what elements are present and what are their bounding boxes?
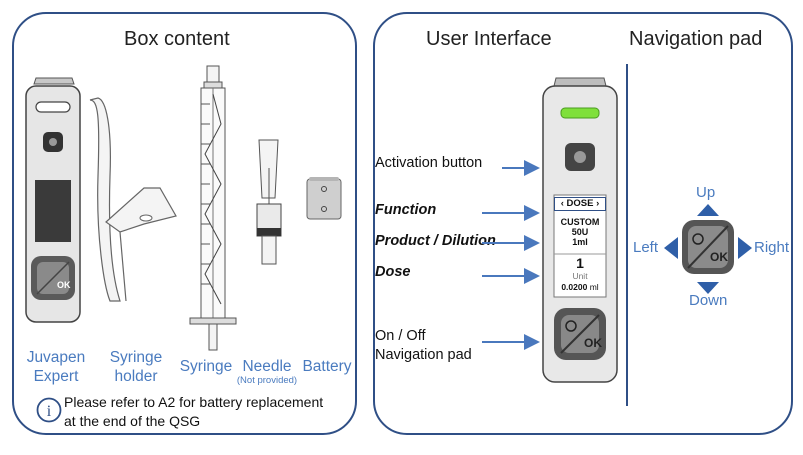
label-syringe-holder-line2: holder	[114, 368, 158, 385]
screen-dose: 1 Unit 0.0200 ml	[554, 256, 606, 293]
screen-dose-amount-value: 0.0200	[561, 282, 588, 292]
label-syringe: Syringe	[179, 358, 233, 375]
device-ok-text: OK	[584, 336, 602, 350]
label-juvapen-line1: Juvapen	[26, 349, 86, 366]
juvapen-expert-image: OK	[25, 77, 81, 323]
label-needle-note: (Not provided)	[236, 375, 298, 386]
battery-image	[306, 177, 342, 220]
label-juvapen-expert: Juvapen Expert	[18, 348, 94, 386]
label-product-dilution: Product / Dilution	[375, 233, 496, 249]
screen-product-name: CUSTOM	[560, 217, 600, 227]
nav-label-down: Down	[689, 292, 728, 309]
label-function: Function	[375, 202, 437, 218]
info-note: Please refer to A2 for battery replaceme…	[64, 393, 323, 431]
nav-label-right: Right	[754, 239, 790, 256]
screen-product-volume: 1ml	[572, 237, 588, 247]
screen-right-chevron-icon: ›	[596, 198, 600, 209]
info-note-line2: at the end of the QSG	[64, 413, 201, 429]
label-juvapen-line2: Expert	[33, 368, 79, 385]
info-note-line1: Please refer to A2 for battery replaceme…	[64, 394, 324, 410]
label-syringe-holder-line1: Syringe	[109, 349, 163, 366]
nav-ok-text: OK	[710, 250, 728, 264]
screen-product-units: 50U	[571, 227, 589, 237]
user-interface-title: User Interface	[426, 28, 552, 50]
label-on-off: On / Off	[375, 328, 426, 344]
label-navigation-pad: Navigation pad	[375, 347, 472, 363]
navigation-pad-title: Navigation pad	[629, 28, 763, 50]
info-icon-letter: i	[47, 403, 52, 420]
screen-dose-unit: Unit	[572, 271, 588, 281]
screen-function: ‹ DOSE ›	[554, 197, 606, 211]
label-battery: Battery	[302, 358, 352, 375]
panel-divider	[626, 64, 628, 406]
box-content-title: Box content	[124, 28, 230, 50]
label-syringe-holder: Syringe holder	[100, 348, 172, 386]
nav-label-left: Left	[633, 239, 659, 256]
syringe-holder-image	[89, 97, 177, 302]
screen-product: CUSTOM 50U 1ml	[554, 217, 606, 247]
pen-ok-text: OK	[57, 280, 71, 290]
info-icon: i	[36, 397, 62, 423]
label-dose: Dose	[375, 264, 411, 280]
nav-right-arrow-icon	[738, 237, 752, 259]
syringe-image	[189, 65, 237, 351]
callout-arrows	[482, 160, 540, 350]
label-needle: Needle (Not provided)	[232, 357, 302, 385]
label-on-off-navigation: On / Off Navigation pad	[375, 327, 472, 365]
label-activation-button: Activation button	[375, 155, 483, 171]
screen-dose-amount-unit: ml	[589, 282, 599, 292]
nav-label-up: Up	[696, 184, 716, 201]
screen-dose-amount: 0.0200 ml	[554, 281, 606, 293]
nav-up-arrow-icon	[697, 204, 719, 216]
navigation-pad-diagram: OK	[664, 204, 752, 294]
nav-left-arrow-icon	[664, 237, 678, 259]
needle-image	[256, 139, 282, 265]
screen-left-chevron-icon: ‹	[560, 198, 564, 209]
nav-down-arrow-icon	[697, 282, 719, 294]
label-needle-line1: Needle	[242, 358, 292, 375]
juvapen-device-front: OK	[542, 77, 618, 383]
screen-function-text: DOSE	[566, 198, 594, 209]
screen-dose-value: 1	[576, 255, 584, 271]
